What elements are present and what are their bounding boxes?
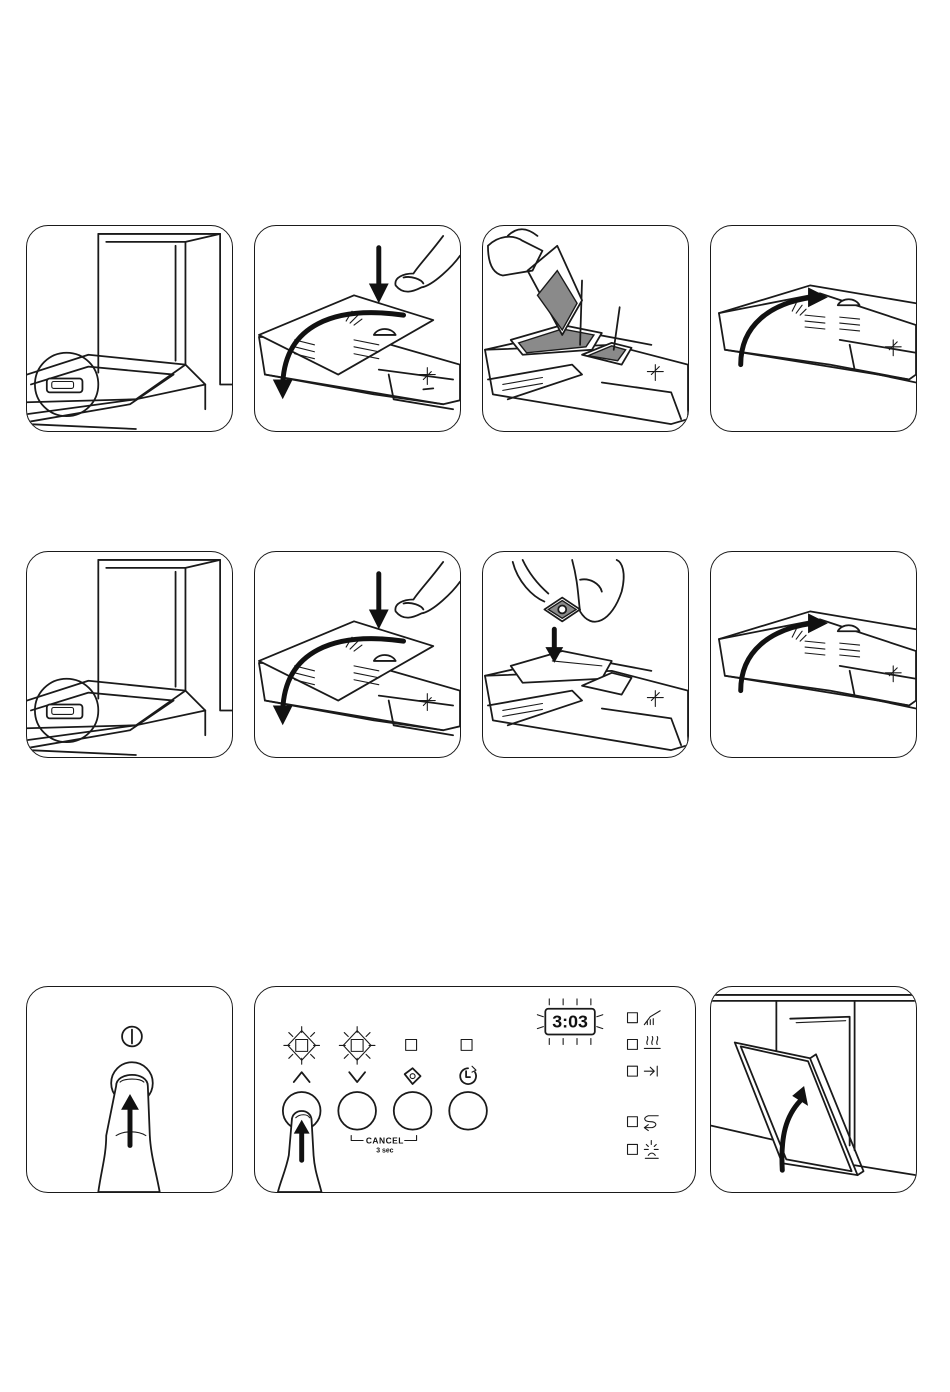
water-softener-indicator xyxy=(628,1117,638,1127)
down-chevron-icon xyxy=(349,1072,365,1082)
salt-indicator xyxy=(628,1013,638,1023)
control-panel: CANCEL 3 sec 3:03 xyxy=(254,986,696,1193)
tablet-button[interactable] xyxy=(394,1092,432,1130)
step-power-on xyxy=(26,986,233,1193)
up-chevron-icon xyxy=(294,1072,310,1082)
down-button[interactable] xyxy=(338,1092,376,1130)
step-press-latch-1 xyxy=(254,225,461,432)
delay-indicator xyxy=(461,1039,472,1050)
cancel-time-label: 3 sec xyxy=(376,1147,393,1154)
sparkle-indicator-3 xyxy=(628,1144,638,1154)
dispenser-open-illustration-2 xyxy=(255,552,460,757)
program-end-indicator xyxy=(628,1066,638,1076)
tablet-indicator xyxy=(406,1039,417,1050)
tablet-icon xyxy=(405,1068,421,1084)
control-panel-illustration: CANCEL 3 sec 3:03 xyxy=(255,987,695,1192)
step-open-door-1 xyxy=(26,225,233,432)
insert-tablet-illustration xyxy=(483,552,688,757)
step-open-door-2 xyxy=(26,551,233,758)
dishwasher-open-door-illustration-2 xyxy=(27,552,232,757)
step-close-door xyxy=(710,986,917,1193)
sparkle-icon xyxy=(644,1141,658,1159)
water-softener-icon xyxy=(644,1116,658,1131)
step-insert-tablet xyxy=(482,551,689,758)
close-door-illustration xyxy=(711,987,916,1192)
step-press-latch-2 xyxy=(254,551,461,758)
digital-display: 3:03 xyxy=(537,999,602,1045)
salt-icon xyxy=(644,1011,660,1025)
rinse-aid-indicator xyxy=(628,1039,638,1049)
sparkle-indicator-1 xyxy=(284,1027,320,1065)
display-readout: 3:03 xyxy=(552,1012,588,1032)
dishwasher-open-door-illustration xyxy=(27,226,232,431)
step-fill-powder xyxy=(482,225,689,432)
cancel-label: CANCEL xyxy=(366,1135,404,1145)
on-off-icon xyxy=(122,1027,142,1047)
pour-detergent-illustration xyxy=(483,226,688,431)
dispenser-closed-illustration xyxy=(711,226,916,431)
step-close-lid-1 xyxy=(710,225,917,432)
delay-button[interactable] xyxy=(449,1092,487,1130)
power-button-press-illustration xyxy=(27,987,232,1192)
sparkle-indicator-2 xyxy=(339,1027,375,1065)
program-end-icon xyxy=(644,1066,657,1076)
dispenser-open-illustration xyxy=(255,226,460,431)
dispenser-closed-illustration-2 xyxy=(711,552,916,757)
delay-clock-icon xyxy=(460,1066,476,1084)
rinse-aid-icon xyxy=(644,1037,660,1049)
step-close-lid-2 xyxy=(710,551,917,758)
